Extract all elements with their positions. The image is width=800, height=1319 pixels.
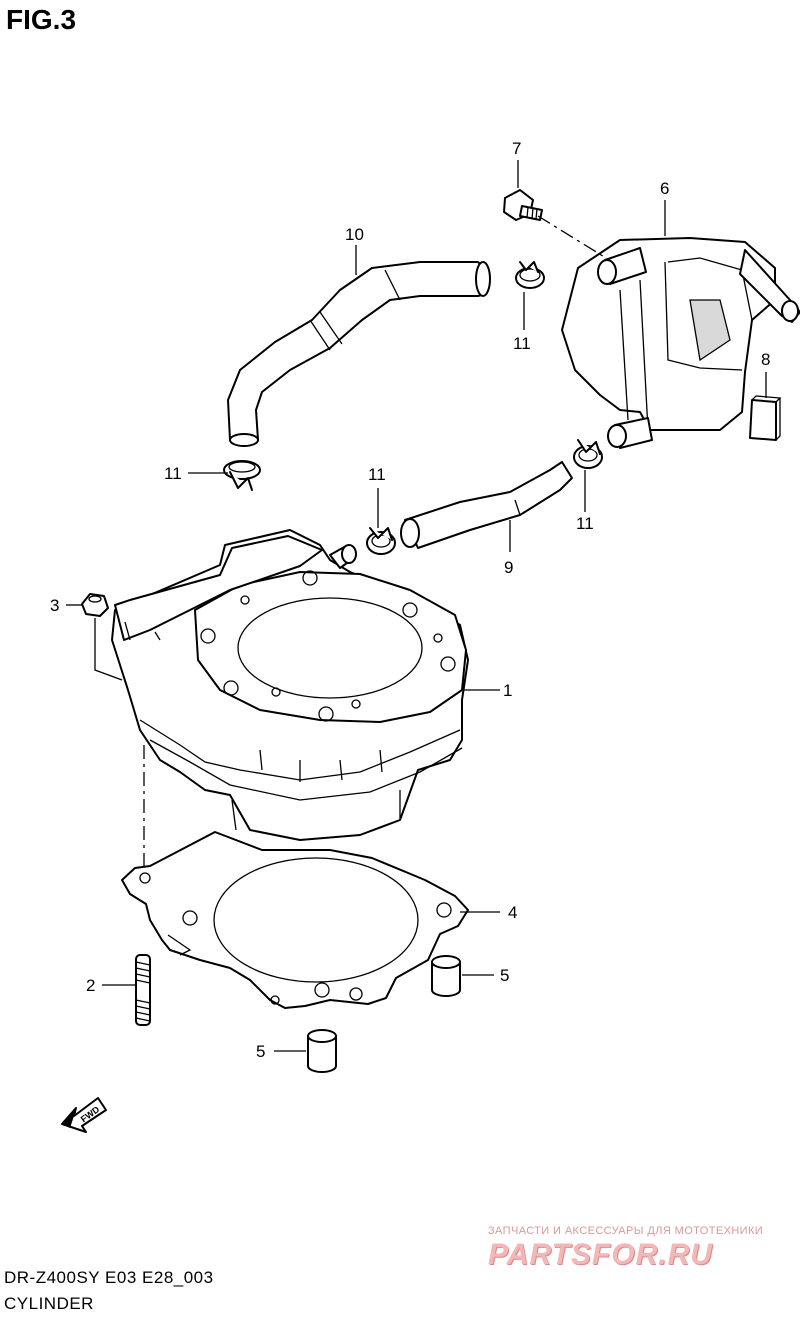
watermark-tagline: ЗАПЧАСТИ И АКСЕССУАРЫ ДЛЯ МОТОТЕХНИКИ [488,1225,764,1237]
callout-2: 2 [86,976,95,995]
callout-11-left: 11 [164,464,182,483]
callout-11-center: 11 [368,465,386,484]
part-5-dowel-lower [307,1029,337,1073]
part-5-dowel-upper [431,955,461,997]
callout-labels: 1 2 3 4 5 5 6 7 8 9 10 11 11 11 11 [50,139,770,1061]
figure-title: FIG.3 [6,4,77,35]
callout-3: 3 [50,596,59,615]
callout-9: 9 [504,558,513,577]
callout-11-right: 11 [576,514,594,533]
part-9-hose [400,461,573,549]
part-3-nut [81,593,109,617]
callout-7: 7 [512,139,521,158]
part-11-clamp-right [573,439,603,469]
part-11-clamp-upper-right [515,261,545,289]
callout-4: 4 [508,903,517,922]
part-2-stud [135,954,151,1026]
callout-5-upper: 5 [500,966,509,985]
part-11-clamp-lower-left [223,460,261,491]
fwd-arrow-icon: FWD [61,1097,107,1133]
part-8-block [749,395,782,441]
watermark-logo: PARTSFOR.RU [488,1238,713,1271]
callout-6: 6 [660,179,669,198]
leader-lines [66,160,767,1052]
callout-11-upper-right: 11 [513,334,531,353]
callout-10: 10 [345,225,364,244]
part-1-cylinder [111,529,469,841]
part-11-clamp-center [366,527,396,555]
alignment-lines [94,215,607,870]
callout-8: 8 [761,350,770,369]
callout-1: 1 [503,681,512,700]
part-6-water-housing [561,237,800,449]
part-7-bolt [503,189,543,221]
model-code: DR-Z400SY E03 E28_003 [4,1268,214,1287]
section-title: CYLINDER [4,1294,94,1313]
part-4-gasket [121,831,469,1009]
callout-5-lower: 5 [256,1042,265,1061]
part-10-hose [227,261,491,447]
